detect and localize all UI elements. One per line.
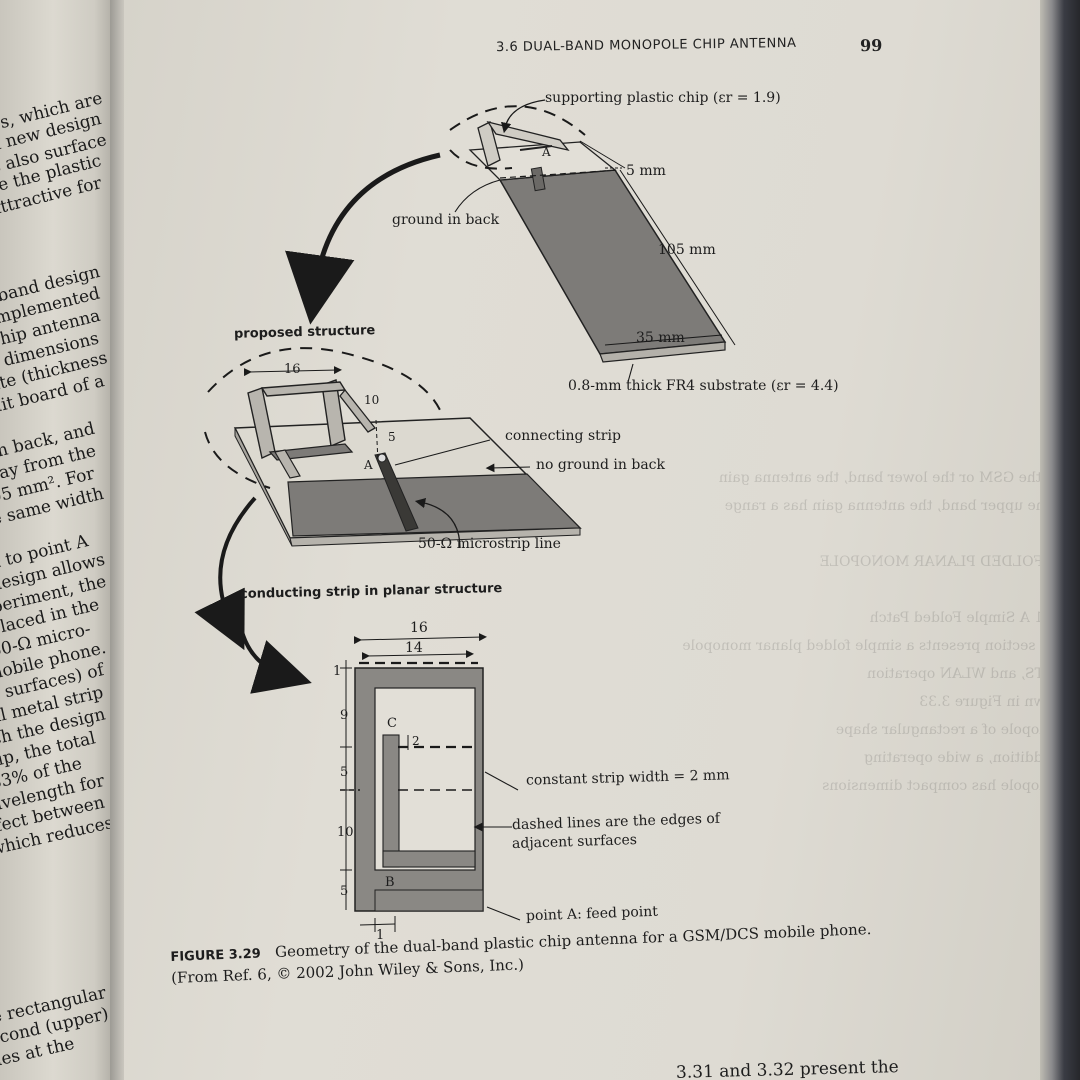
label-dim-5-b: 5 — [340, 884, 349, 899]
label-microstrip: 50-Ω microstrip line — [418, 536, 561, 552]
label-point-a-mid: A — [364, 458, 373, 472]
label-105mm: 105 mm — [658, 242, 716, 258]
label-dim-1-bottom: 1 — [376, 928, 385, 943]
proposed-structure-drawing — [204, 347, 582, 549]
label-ground-in-back: ground in back — [392, 212, 500, 228]
label-dim-10-top: 10 — [364, 393, 380, 407]
label-point-b: B — [385, 875, 395, 890]
label-dim-5-mid: 5 — [388, 430, 396, 444]
label-dim-1-top: 1 — [333, 664, 342, 679]
label-dim-10-side: 10 — [337, 825, 354, 840]
label-dim-2: 2 — [412, 734, 420, 748]
label-connecting-strip: connecting strip — [505, 428, 621, 444]
caption-label: FIGURE 3.29 — [170, 946, 262, 965]
label-35mm: 35 mm — [636, 330, 685, 346]
label-5mm: 5 mm — [626, 163, 666, 179]
label-dim-5-a: 5 — [340, 765, 349, 780]
label-supporting-chip: supporting plastic chip (εr = 1.9) — [545, 90, 781, 106]
curved-arrow-mid — [194, 496, 257, 651]
curved-arrow-top — [285, 152, 441, 325]
label-dim-9: 9 — [340, 708, 349, 723]
label-dim-16-top: 16 — [284, 362, 301, 377]
label-point-a-top: A — [542, 145, 551, 159]
label-dim-14-planar: 14 — [405, 640, 423, 656]
label-point-c: C — [387, 716, 397, 731]
label-no-ground: no ground in back — [536, 457, 666, 473]
curved-arrow-bottom — [235, 591, 312, 694]
label-substrate: 0.8-mm thick FR4 substrate (εr = 4.4) — [568, 378, 839, 394]
planar-strip-drawing — [340, 633, 521, 932]
label-dim-16-planar: 16 — [410, 620, 428, 636]
full-board-drawing — [449, 99, 736, 383]
book-page-edge — [1040, 0, 1080, 1080]
